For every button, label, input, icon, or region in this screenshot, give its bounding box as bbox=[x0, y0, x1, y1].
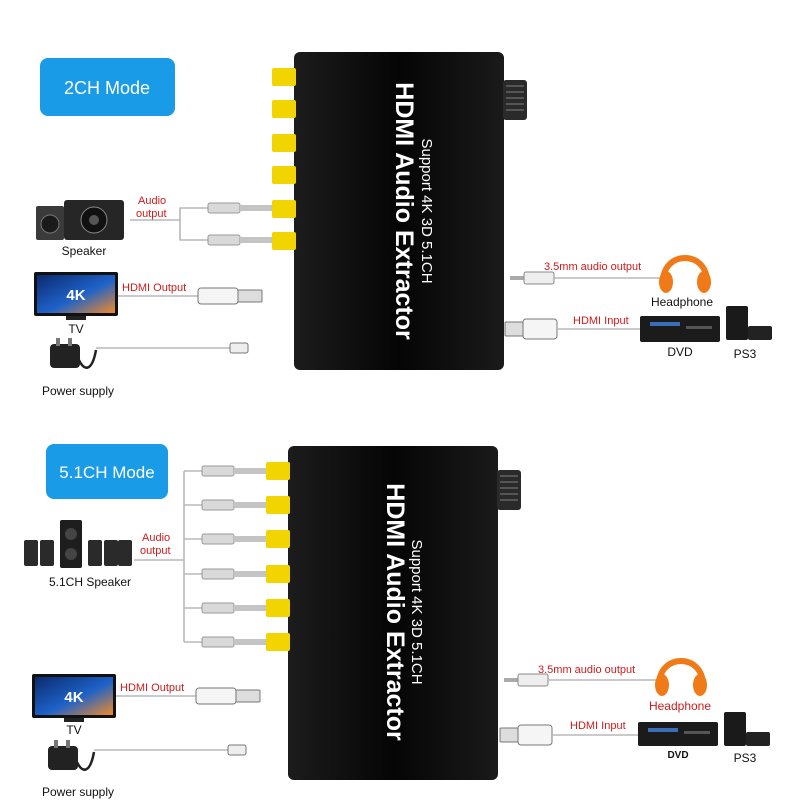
device-2ch: HDMI Audio Extractor Support 4K 3D 5.1CH bbox=[272, 52, 527, 370]
audio-35-plug-icon-2ch bbox=[510, 271, 555, 285]
audio-wires-51ch bbox=[134, 465, 266, 648]
device-title-51ch: HDMI Audio Extractor bbox=[381, 483, 409, 741]
device-title-2ch: HDMI Audio Extractor bbox=[390, 82, 418, 340]
hdmi-output-label-2ch: HDMI Output bbox=[122, 282, 186, 294]
tv-icon-2ch: 4K bbox=[34, 272, 118, 320]
tv-screen-text-2ch: 4K bbox=[66, 287, 85, 304]
device-subtitle-51ch: Support 4K 3D 5.1CH bbox=[408, 539, 425, 684]
device-51ch: HDMI Audio Extractor Support 4K 3D 5.1CH bbox=[266, 446, 521, 780]
tv-label-51ch: TV bbox=[66, 723, 81, 737]
hdmi-plug-icon-dvd-2ch bbox=[504, 318, 558, 340]
headphone-label-2ch: Headphone bbox=[651, 295, 713, 309]
audio-35-label-2ch: 3.5mm audio output bbox=[544, 261, 641, 273]
speaker-51-icon bbox=[24, 520, 132, 568]
audio-output-label-2ch-line1: Audio bbox=[138, 195, 166, 207]
mode-label-51ch: 5.1CH Mode bbox=[59, 463, 154, 482]
dc-plug-icon-2ch bbox=[229, 342, 249, 354]
power-adapter-icon-2ch bbox=[50, 338, 98, 369]
hdmi-output-label-51ch: HDMI Output bbox=[120, 682, 184, 694]
audio-35-label-51ch: 3.5mm audio output bbox=[538, 664, 635, 676]
audio-output-label-2ch-line2: output bbox=[136, 208, 167, 220]
volume-knob-51ch bbox=[497, 470, 521, 510]
mode-badge-2ch: 2CH Mode bbox=[40, 58, 175, 116]
power-label-51ch: Power supply bbox=[42, 785, 114, 799]
rca-jacks-51ch bbox=[266, 462, 290, 651]
dvd-label-51ch: DVD bbox=[667, 750, 688, 761]
mode-label-2ch: 2CH Mode bbox=[64, 78, 150, 98]
speaker-icon bbox=[36, 200, 124, 240]
rca-jacks-2ch bbox=[272, 68, 296, 250]
dvd-label-2ch: DVD bbox=[667, 345, 693, 359]
ps3-icon-2ch bbox=[726, 306, 772, 340]
hdmi-input-label-2ch: HDMI Input bbox=[573, 315, 629, 327]
dvd-icon-2ch bbox=[640, 316, 720, 342]
section-51ch: 5.1CH Mode HDMI Audio Extractor bbox=[24, 444, 770, 799]
ps3-label-2ch: PS3 bbox=[734, 347, 757, 361]
audio-output-label-51ch-line2: output bbox=[140, 545, 171, 557]
hdmi-plug-icon-dvd-51ch bbox=[499, 724, 553, 746]
volume-knob-2ch bbox=[503, 80, 527, 120]
section-2ch: 2CH Mode HDMI Audio E bbox=[34, 52, 772, 398]
tv-screen-text-51ch: 4K bbox=[64, 689, 83, 706]
headphone-icon-2ch bbox=[659, 255, 711, 293]
tv-label-2ch: TV bbox=[68, 322, 83, 336]
speaker-label: Speaker bbox=[62, 244, 107, 258]
dc-plug-icon-51ch bbox=[227, 744, 247, 756]
dvd-icon-51ch bbox=[638, 722, 718, 746]
device-subtitle-2ch: Support 4K 3D 5.1CH bbox=[418, 138, 435, 283]
speaker-51-label: 5.1CH Speaker bbox=[49, 575, 131, 589]
hdmi-plug-icon-tv-51ch bbox=[195, 687, 261, 705]
power-label-2ch: Power supply bbox=[42, 384, 114, 398]
headphone-label-51ch: Headphone bbox=[649, 699, 711, 713]
ps3-label-51ch: PS3 bbox=[734, 751, 757, 765]
audio-output-label-51ch-line1: Audio bbox=[142, 532, 170, 544]
tv-icon-51ch: 4K bbox=[32, 674, 116, 722]
headphone-icon-51ch bbox=[655, 658, 707, 696]
mode-badge-51ch: 5.1CH Mode bbox=[46, 444, 168, 499]
ps3-icon-51ch bbox=[724, 712, 770, 746]
hdmi-input-label-51ch: HDMI Input bbox=[570, 720, 626, 732]
hdmi-plug-icon-tv-2ch bbox=[197, 287, 263, 305]
audio-wires-2ch bbox=[130, 202, 272, 246]
power-adapter-icon-51ch bbox=[48, 740, 96, 771]
